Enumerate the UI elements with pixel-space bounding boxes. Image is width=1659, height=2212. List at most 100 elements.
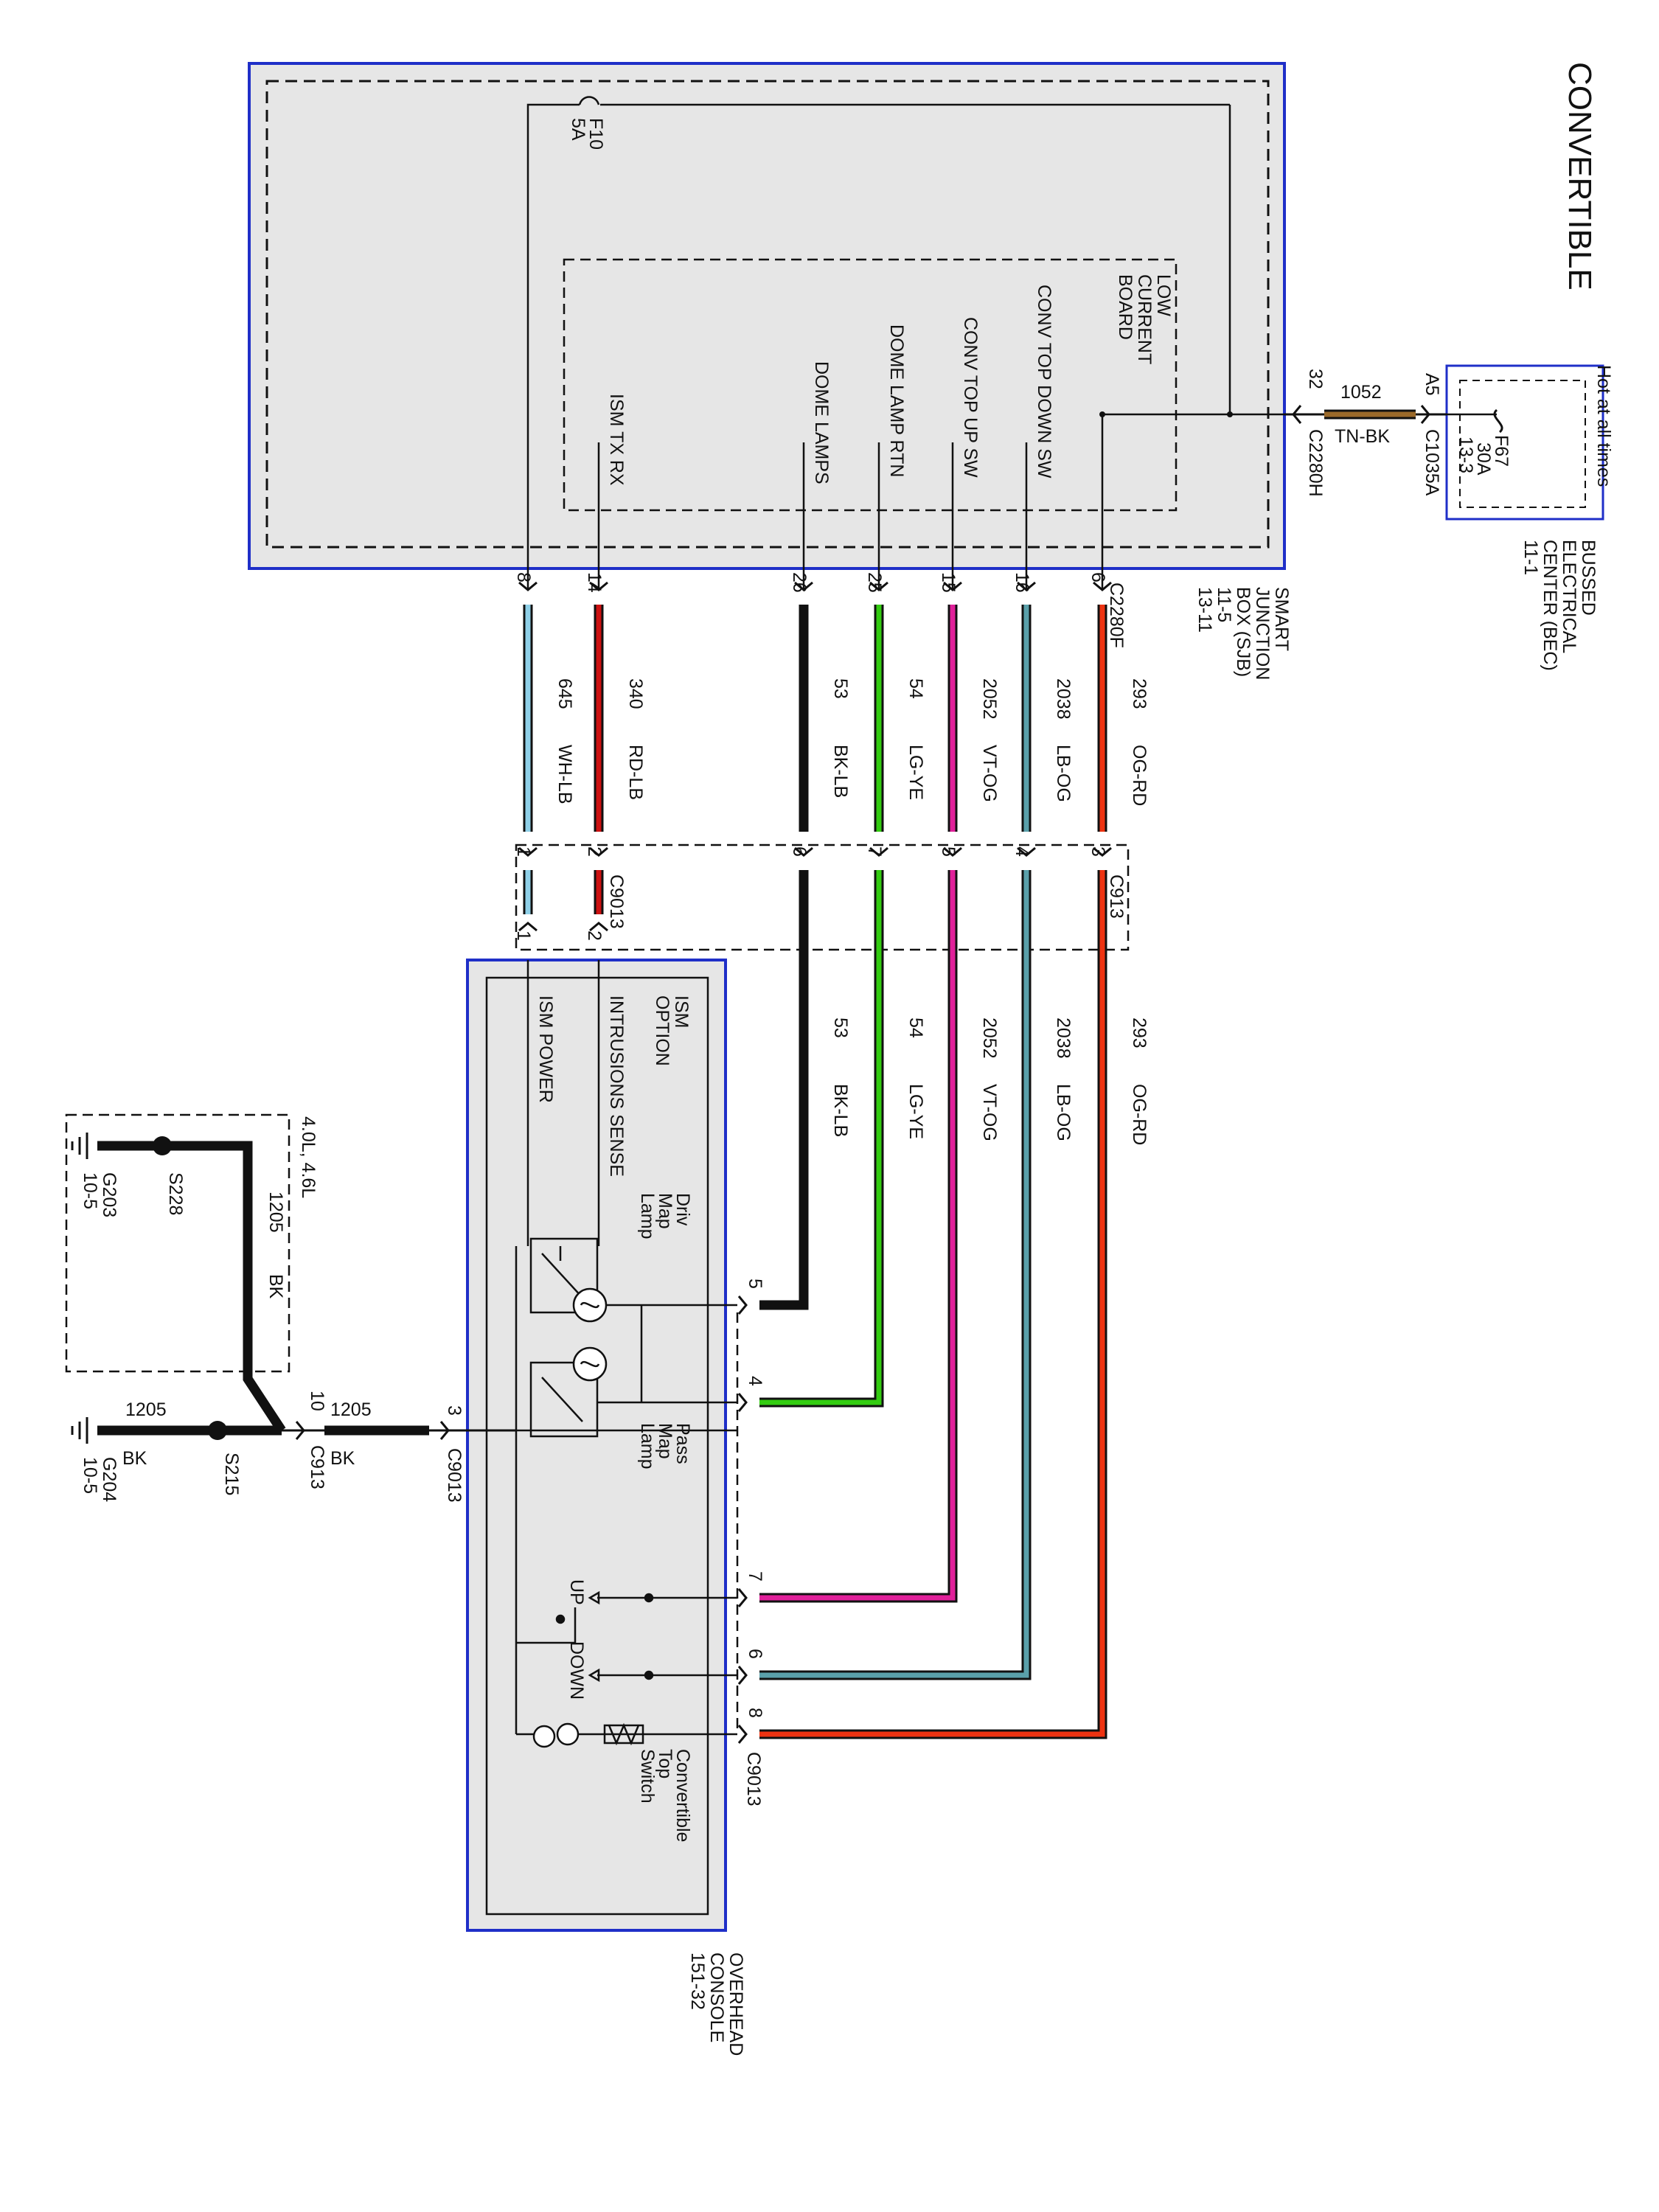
intrusion-sense-label: INTRUSIONS SENSE [606,995,627,1177]
wire-54-lower [759,870,882,1405]
signal-conv-top-down: CONV TOP DOWN SW [1034,285,1054,479]
c9013-ground-connector [439,1421,450,1440]
driv-lamp-label-1: Driv [672,1193,693,1226]
sjb-pin-8-connector [518,581,538,591]
signal-dome-lamp-rtn: DOME LAMP RTN [886,324,907,477]
s228-splice-dot [153,1136,172,1155]
bec-box [1445,364,1604,521]
g204-label-2: 10-5 [80,1457,100,1494]
pass-map-lamp-switch [529,1346,608,1438]
c913-c9013-dashed-box [515,844,1130,951]
smart-junction-box [248,62,1286,570]
c913-pin-2-connector [589,846,608,857]
console-inner-box [485,976,709,1916]
switch-label-1: Convertible [672,1749,693,1842]
wire-54-circuit-lower: 54 [905,1018,926,1038]
wire-2052-color-lower: VT-OG [979,1084,1000,1141]
c913-pin-6-connector [794,846,813,857]
wire-2038-lower [759,870,1029,1678]
console-pin-label-4: 4 [745,1376,765,1386]
ground-console-circuit: 1205 [330,1399,372,1420]
ground-circuit [65,1113,516,1444]
sjb-pin-label-16: 16 [1012,572,1032,593]
wire-2052-circuit-lower: 2052 [979,1018,1000,1059]
console-pin-label-7: 7 [745,1571,765,1582]
pass-lamp-label-3: Lamp [637,1423,658,1470]
signal-conv-top-up: CONV TOP UP SW [960,317,981,478]
f10-fuse-label-2: 5A [568,118,588,141]
ism-power-label: ISM POWER [535,995,556,1103]
sjb-pin-25-connector [869,581,888,591]
wire-2052-lower-outline [759,870,958,1603]
sjb-pin-label-14: 14 [584,572,605,593]
console-connector-label: C9013 [743,1752,764,1806]
c913-ground-connector [295,1421,305,1440]
c913-pin-label-7: 7 [864,846,885,857]
ground-s228-color: BK [265,1274,286,1299]
console-pin-6-connector [737,1666,748,1685]
sjb-output-connector: C2280F [1106,582,1127,648]
g203-label-1: G203 [99,1172,119,1217]
f67-fuse-label-3: 13-3 [1455,437,1476,473]
wire-293-circuit-lower: 293 [1129,1018,1150,1048]
sjb-name-line-4: 11-5 [1214,587,1234,622]
wire-645-color-upper: WH-LB [554,745,575,804]
sjb-inner-dashed [265,80,1270,549]
s228-label: S228 [165,1172,186,1215]
f67-fuse-symbol [1493,408,1503,434]
sjb-name-line-5: 13-11 [1194,587,1215,633]
bec-name-line-1: BUSSED [1578,540,1599,616]
wire-53-color-upper: BK-LB [830,745,851,798]
console-name-line-1: OVERHEAD [726,1952,746,2056]
feed-wire-color: TN-BK [1335,426,1390,447]
c913-pin-7-connector [869,846,888,857]
wire-293-lower-outline [759,870,1107,1739]
g203-label-2: 10-5 [80,1172,100,1209]
pass-lamp-label-2: Map [655,1423,675,1459]
ground-console-color: BK [330,1448,355,1469]
c2280h-connector-symbol [1292,405,1302,424]
wire-53-circuit-lower: 53 [830,1018,851,1038]
console-pin-label-6: 6 [745,1649,765,1659]
ground-s215-color: BK [122,1448,147,1469]
sjb-pin-label-15: 15 [938,572,959,593]
driv-lamp-label-3: Lamp [637,1193,658,1239]
wire-293-color-upper: OG-RD [1129,745,1150,806]
down-contact-arrow [588,1668,600,1683]
console-pin-5-connector [737,1295,748,1315]
bec-pin-a5: A5 [1422,373,1442,396]
sjb-name-line-1: SMART [1271,587,1292,651]
wire-harness: 293OG-RD63293OG-RD82038LB-OG1642038LB-OG… [513,572,1150,1744]
c913-pin-3-connector [1093,846,1112,857]
c913-pin-4-connector [1017,846,1036,857]
console-pin-label-5: 5 [745,1279,765,1289]
c913-pin-label-4: 4 [1012,846,1032,857]
f67-fuse-label-2: 30A [1473,442,1494,476]
c913-pin-label-5: 5 [938,846,959,857]
ism-option-line-1: ISM [671,995,692,1028]
console-pin-label-8: 8 [745,1708,765,1718]
c9013-pin-1-connector [518,922,538,932]
bec-connector-c1035a: C1035A [1422,429,1442,496]
wire-54-color-upper: LG-YE [905,745,926,800]
feed-wire-circuit: 1052 [1340,382,1382,403]
console-pin-7-connector [737,1588,748,1607]
c9013-pin-2-connector [589,922,608,932]
c913-label: C913 [1106,874,1127,919]
c913-pin-5-connector [943,846,962,857]
wire-53-color-lower: BK-LB [830,1084,851,1137]
wire-53-lower-outline [759,870,809,1310]
bec-hot-label: Hot at all times [1593,365,1614,487]
c9013-pin-label-1: 1 [513,931,534,941]
switch-label-3: Switch [637,1749,658,1804]
board-label-3: BOARD [1115,274,1135,340]
c913-pin-label-6: 6 [789,846,810,857]
board-label-2: CURRENT [1134,274,1155,364]
console-ground-pin: 3 [444,1405,465,1416]
sjb-outer-box [248,62,1286,570]
sjb-pin-26-connector [794,581,813,591]
c9013-pin-label-2: 2 [584,931,605,941]
sjb-pin-6-connector [1093,581,1112,591]
switch-indicator-2 [556,1722,580,1746]
g204-label-1: G204 [99,1457,119,1502]
